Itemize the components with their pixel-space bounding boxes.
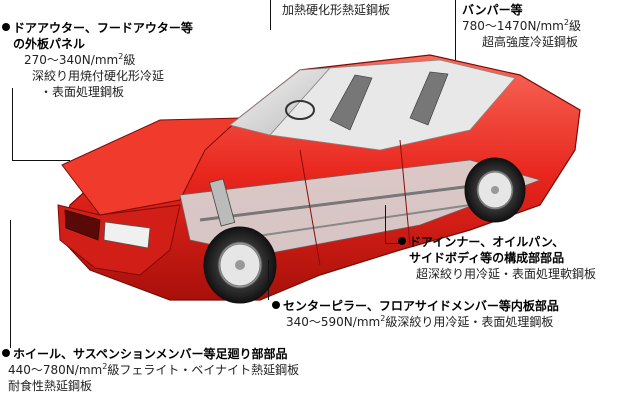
car-suspension-strut	[209, 178, 236, 227]
car-rear-wheel	[464, 157, 526, 223]
leader-wheel-v	[10, 220, 11, 348]
callout-top-center: 加熱硬化形熱延鋼板	[282, 3, 391, 17]
bumper-strength: 780～1470N/mm2級	[462, 18, 581, 34]
car-grille	[64, 209, 101, 241]
leader-inner-h	[385, 243, 400, 244]
bullet-icon	[2, 23, 10, 31]
outer-panel-desc-2: ・表面処理鋼板	[40, 85, 125, 99]
center-pillar-strength: 340～590N/mm2級深絞り用冷延・表面処理鋼板	[286, 314, 554, 330]
leader-top-center	[270, 0, 271, 30]
callout-inner: ドアインナー、オイルパン、 サイドボディ等の構成部部品 超深絞り用冷延・表面処理…	[398, 234, 596, 282]
wheel-desc: 耐食性熱延鋼板	[8, 379, 93, 393]
callout-center-pillar: センターピラー、フロアサイドメンバー等内板部品 340～590N/mm2級深絞り…	[272, 298, 559, 330]
car-chassis-cutaway	[179, 159, 542, 256]
car-steering-wheel	[285, 100, 315, 120]
inner-title-2: サイドボディ等の構成部部品	[409, 251, 565, 265]
leader-pillar-v	[268, 260, 269, 300]
outer-panel-strength: 270～340N/mm2級	[24, 52, 136, 68]
car-cabin-interior	[269, 59, 516, 151]
outer-panel-title-2: の外板パネル	[13, 37, 86, 51]
callout-outer-panel: ドアアウター、フードアウター等 の外板パネル 270～340N/mm2級 深絞り…	[2, 20, 193, 100]
outer-panel-title-1: ドアアウター、フードアウター等	[2, 20, 193, 36]
car-door-line	[299, 139, 411, 266]
bullet-icon	[2, 349, 10, 357]
callout-bumper: バンパー等 780～1470N/mm2級 超高強度冷延鋼板	[462, 2, 581, 50]
leader-inner-v	[385, 205, 386, 243]
car-seat-rear	[409, 71, 449, 126]
leader-bumper-v	[455, 0, 456, 60]
wheel-strength: 440～780N/mm2級フェライト・ベイナイト熱延鋼板	[8, 362, 300, 378]
leader-outer-h	[12, 160, 70, 161]
callout-wheel: ホイール、サスペンションメンバー等足廻り部部品 440～780N/mm2級フェラ…	[2, 346, 299, 394]
outer-panel-desc-1: 深絞り用焼付硬化形冷延	[32, 69, 165, 83]
bullet-icon	[398, 237, 406, 245]
bumper-title: バンパー等	[462, 3, 523, 17]
car-headlight	[103, 221, 151, 249]
leader-outer-v	[12, 88, 13, 160]
inner-title-1: ドアインナー、オイルパン、	[398, 234, 596, 250]
bullet-icon	[272, 301, 280, 309]
car-front-wheel	[203, 226, 277, 304]
wheel-title: ホイール、サスペンションメンバー等足廻り部部品	[2, 346, 299, 362]
center-pillar-title: センターピラー、フロアサイドメンバー等内板部品	[272, 298, 559, 314]
inner-desc: 超深絞り用冷延・表面処理軟鋼板	[416, 267, 597, 281]
bumper-desc: 超高強度冷延鋼板	[482, 35, 579, 49]
car-seat-front	[329, 74, 373, 131]
